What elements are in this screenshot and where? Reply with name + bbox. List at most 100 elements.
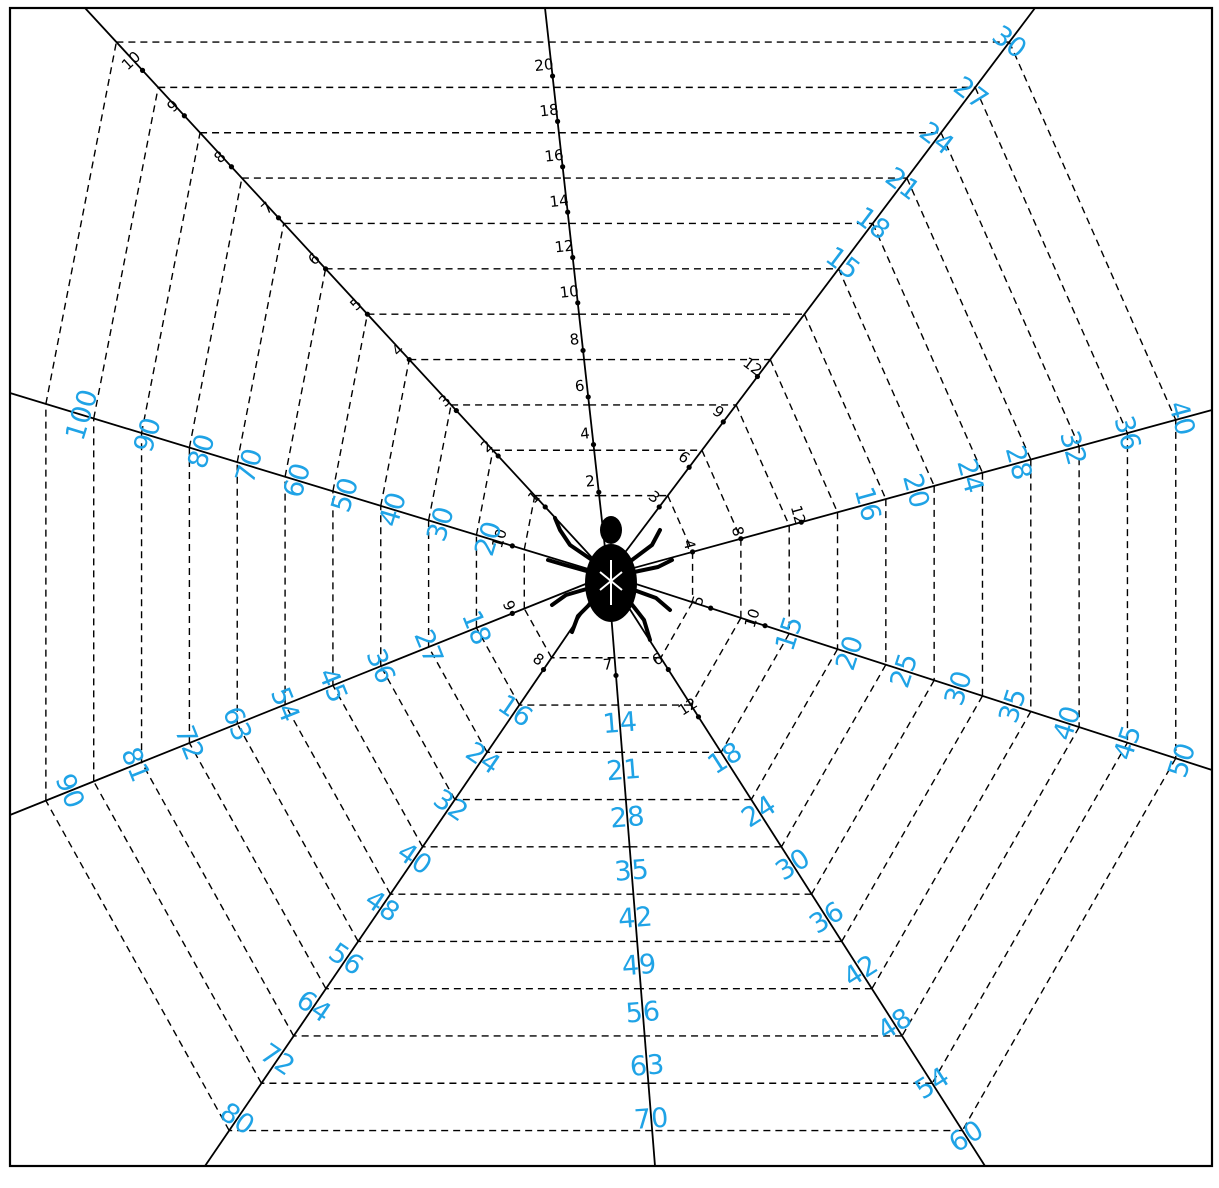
web-thread	[769, 359, 839, 513]
number-dot	[596, 489, 602, 495]
handwritten-number: 80	[214, 1097, 260, 1142]
handwritten-number: 21	[879, 161, 925, 206]
printed-number: 18	[539, 100, 560, 120]
number-dot	[665, 666, 671, 673]
number-dot	[275, 215, 282, 221]
printed-number: 3	[435, 391, 454, 411]
handwritten-number: 40	[373, 489, 413, 531]
number-dot	[686, 464, 692, 470]
web-thread	[780, 664, 887, 848]
printed-number: 4	[388, 340, 407, 360]
printed-number: 7	[602, 655, 613, 674]
handwritten-number: 18	[702, 736, 748, 781]
web-thread	[523, 495, 536, 550]
web-thread	[810, 679, 935, 895]
number-dot	[560, 164, 566, 170]
web-thread	[872, 223, 984, 473]
handwritten-number: 15	[820, 241, 866, 286]
web-thread	[236, 223, 285, 463]
number-dot	[754, 373, 761, 380]
handwritten-number: 28	[609, 801, 646, 835]
number-dot	[542, 504, 548, 510]
number-dot	[322, 266, 329, 272]
web-thread	[332, 685, 424, 848]
printed-number: 10	[741, 606, 764, 630]
web-thread	[284, 704, 391, 895]
number-dot	[555, 118, 561, 124]
spoke-up	[544, 7, 609, 576]
number-dot	[570, 254, 576, 261]
printed-number: 6	[574, 377, 585, 396]
number-dot	[590, 441, 597, 448]
handwritten-number: 72	[168, 721, 210, 764]
handwritten-number: 21	[605, 754, 642, 788]
handwritten-number: 36	[804, 896, 850, 941]
web-thread	[475, 627, 520, 706]
handwritten-number: 25	[884, 650, 924, 692]
web-thread	[961, 757, 1177, 1131]
printed-number: 7	[258, 198, 277, 218]
printed-number: 16	[544, 146, 565, 166]
handwritten-number: 70	[230, 445, 270, 487]
printed-number: 8	[210, 147, 229, 167]
handwritten-number: 24	[736, 790, 782, 835]
number-dot	[580, 347, 586, 354]
handwritten-number: 50	[326, 474, 366, 516]
printed-number: 2	[477, 436, 496, 456]
number-dot	[364, 311, 371, 317]
web-thread	[735, 404, 790, 526]
web-thread	[380, 665, 456, 800]
printed-number: 10	[559, 282, 580, 302]
handwritten-number: 20	[469, 518, 509, 560]
printed-number: 10	[488, 527, 511, 551]
handwritten-number: 27	[948, 71, 994, 116]
number-dot	[738, 536, 744, 542]
handwritten-number: 20	[830, 632, 870, 674]
web-thread	[523, 608, 553, 659]
web-thread	[93, 781, 263, 1084]
web-thread	[45, 41, 118, 405]
printed-number: 8	[728, 524, 748, 538]
number-dot	[689, 549, 696, 555]
handwritten-number: 14	[601, 706, 638, 740]
web-thread	[750, 648, 839, 800]
handwritten-number: 56	[624, 996, 661, 1030]
printed-number: 4	[679, 538, 699, 552]
handwritten-number: 40	[1162, 398, 1201, 439]
printed-number: 20	[534, 55, 555, 75]
number-dot	[228, 164, 235, 170]
handwritten-number: 60	[278, 460, 318, 502]
web-thread	[720, 633, 790, 753]
handwritten-number: 30	[939, 667, 979, 709]
handwritten-number: 60	[944, 1115, 990, 1160]
spoke-up-right	[607, 7, 1036, 576]
spoke-right	[607, 409, 1213, 576]
spoke-down-right-steep	[607, 574, 986, 1167]
printed-number: 12	[554, 237, 575, 257]
printed-number: 9	[163, 96, 182, 116]
number-dot	[708, 605, 714, 611]
web-thread	[236, 723, 359, 942]
number-dot	[139, 67, 146, 73]
number-dot	[406, 356, 412, 363]
web-thread	[690, 617, 742, 706]
handwritten-number: 35	[993, 685, 1033, 727]
handwritten-number: 32	[1053, 427, 1092, 468]
handwritten-number: 48	[359, 884, 405, 929]
printed-number: 6	[649, 649, 667, 669]
handwritten-number: 30	[770, 843, 816, 888]
spoke-left-high	[9, 392, 609, 576]
handwritten-number: 63	[629, 1049, 666, 1083]
number-dot	[585, 394, 591, 400]
printed-number: 6	[305, 249, 324, 269]
web-thread	[332, 314, 369, 492]
web-thread	[188, 742, 327, 990]
web-thread	[701, 449, 742, 539]
web-thread	[906, 177, 1032, 460]
handwritten-number: 18	[455, 606, 497, 649]
handwritten-number: 63	[216, 702, 258, 745]
web-thread	[660, 601, 694, 659]
web-thread	[841, 695, 984, 942]
web-thread	[427, 646, 488, 753]
number-dot	[453, 407, 459, 414]
